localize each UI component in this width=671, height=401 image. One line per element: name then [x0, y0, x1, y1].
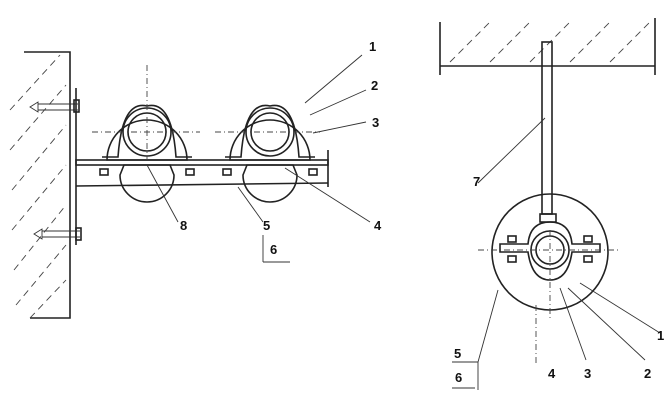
label-7: 7: [473, 174, 480, 189]
label-8: 8: [180, 218, 187, 233]
clamp: [499, 221, 601, 281]
label-5: 5: [263, 218, 270, 233]
label-2: 2: [371, 78, 378, 93]
label-1: 1: [657, 328, 664, 343]
wall-mounted-support: 1 2 3 4 5 6 8: [9, 39, 382, 319]
leader-lines: [146, 54, 371, 263]
hanger-rod: [541, 41, 553, 215]
label-2: 2: [644, 366, 651, 381]
label-1: 1: [369, 39, 376, 54]
label-4: 4: [374, 218, 382, 233]
wall-hatching: [9, 51, 71, 319]
label-5: 5: [454, 346, 461, 361]
ceiling-hatching: [439, 18, 656, 75]
leader-lines: [452, 117, 661, 390]
label-6: 6: [270, 242, 277, 257]
pipe-1: [92, 65, 200, 203]
label-3: 3: [372, 115, 379, 130]
ceiling-hung-support: 7 5 6 4 3 2 1: [439, 18, 664, 390]
label-4: 4: [548, 366, 556, 381]
pipe-2: [215, 104, 320, 203]
label-3: 3: [584, 366, 591, 381]
label-6: 6: [455, 370, 462, 385]
anchor-bolts: [29, 99, 82, 241]
bracket: [75, 150, 329, 187]
